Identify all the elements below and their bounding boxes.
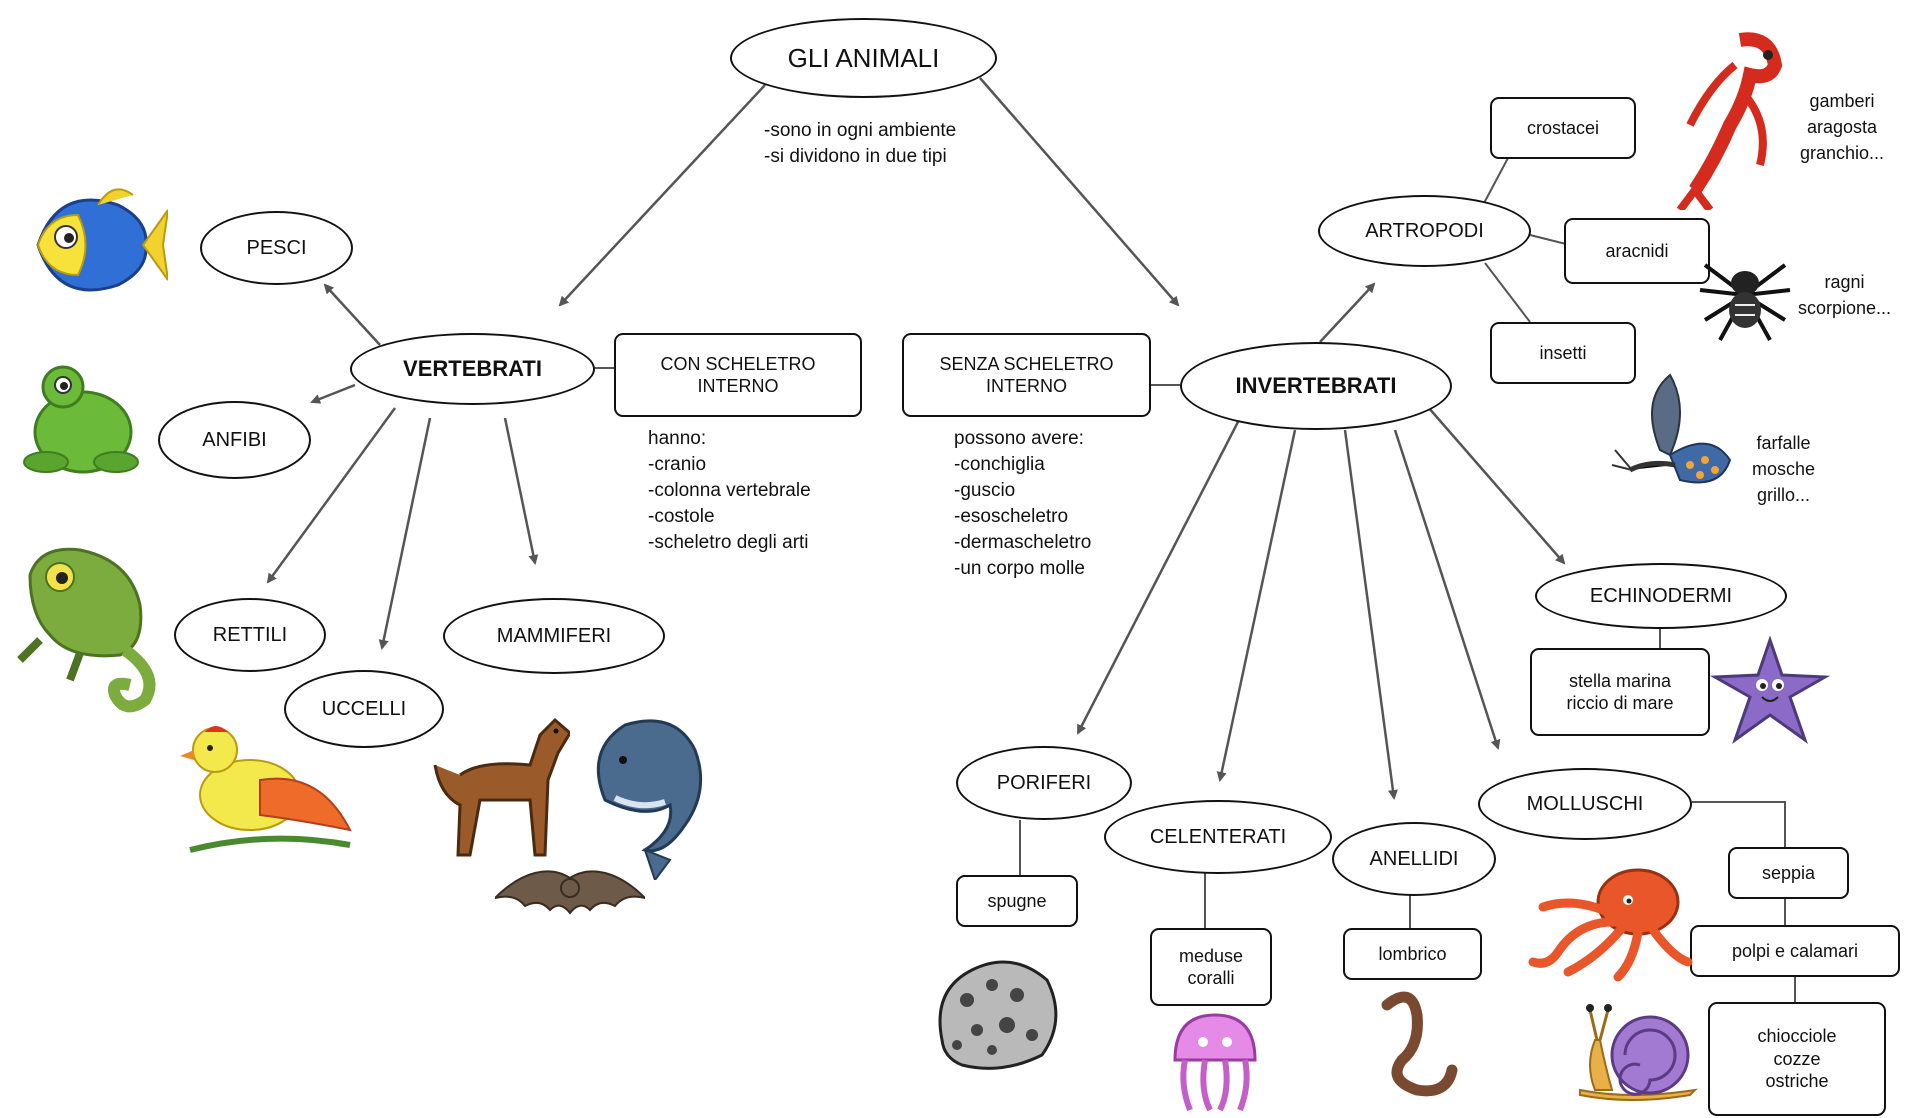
link-artropodi-crostacei bbox=[1482, 157, 1509, 206]
celenterati-examples: meduse coralli bbox=[1150, 928, 1272, 1006]
arrow-rettili bbox=[266, 407, 397, 584]
spider-icon bbox=[1699, 263, 1791, 341]
arrow-echinodermi bbox=[1427, 406, 1566, 565]
echinodermi-node: ECHINODERMI bbox=[1535, 563, 1787, 629]
molluschi-others-box: chiocciole cozze ostriche bbox=[1708, 1002, 1886, 1116]
mammiferi-node: MAMMIFERI bbox=[443, 598, 665, 674]
dolphin-icon bbox=[596, 719, 703, 880]
arrow-anfibi bbox=[310, 383, 356, 404]
octopus-icon bbox=[1528, 868, 1693, 982]
jellyfish-icon bbox=[1173, 1013, 1257, 1112]
worm-icon bbox=[1381, 991, 1458, 1097]
starfish-icon bbox=[1710, 635, 1830, 744]
poriferi-node: PORIFERI bbox=[956, 746, 1132, 820]
fish-icon bbox=[36, 188, 168, 292]
lobster-icon bbox=[1676, 32, 1783, 210]
snail-icon bbox=[1579, 1004, 1698, 1101]
root-node: GLI ANIMALI bbox=[730, 18, 997, 98]
vertebrati-note: hanno: -cranio -colonna vertebrale -cost… bbox=[648, 428, 811, 553]
arrow-root-vertebrati bbox=[558, 84, 766, 307]
artropodi-node: ARTROPODI bbox=[1318, 195, 1531, 267]
invertebrati-note: possono avere: -conchiglia -guscio -esos… bbox=[954, 428, 1092, 579]
chameleon-icon bbox=[17, 547, 156, 713]
arrow-anellidi bbox=[1343, 429, 1398, 800]
arrow-pesci bbox=[323, 283, 381, 346]
link-artropodi-insetti bbox=[1484, 262, 1531, 323]
arrow-celenterati bbox=[1216, 429, 1297, 782]
frog-icon bbox=[23, 365, 139, 474]
crostacei-examples: gamberi aragosta granchio... bbox=[1800, 91, 1885, 163]
insetti-box: insetti bbox=[1490, 322, 1636, 384]
arrow-artropodi bbox=[1319, 282, 1376, 343]
aracnidi-box: aracnidi bbox=[1564, 218, 1710, 284]
sponge-icon bbox=[938, 960, 1058, 1070]
arrow-molluschi bbox=[1393, 429, 1501, 750]
insetti-examples: farfalle mosche grillo... bbox=[1752, 433, 1816, 505]
celenterati-node: CELENTERATI bbox=[1104, 800, 1332, 874]
anellidi-node: ANELLIDI bbox=[1332, 822, 1496, 896]
rettili-node: RETTILI bbox=[174, 598, 326, 672]
pesci-node: PESCI bbox=[200, 211, 353, 285]
arrow-uccelli bbox=[378, 417, 432, 650]
invertebrati-box: SENZA SCHELETRO INTERNO bbox=[902, 333, 1151, 417]
butterfly-icon bbox=[1611, 373, 1732, 484]
polpi-box: polpi e calamari bbox=[1690, 925, 1900, 977]
aracnidi-examples: ragni scorpione... bbox=[1798, 272, 1892, 318]
vertebrati-node: VERTEBRATI bbox=[350, 333, 595, 405]
seppia-box: seppia bbox=[1728, 847, 1849, 899]
link-molluschi-seppia bbox=[1692, 801, 1786, 847]
arrow-poriferi bbox=[1076, 417, 1242, 735]
dog-icon bbox=[433, 717, 570, 857]
molluschi-node: MOLLUSCHI bbox=[1478, 768, 1692, 840]
anfibi-node: ANFIBI bbox=[158, 401, 311, 479]
echinodermi-examples: stella marina riccio di mare bbox=[1530, 648, 1710, 736]
crostacei-box: crostacei bbox=[1490, 97, 1636, 159]
anellidi-examples: lombrico bbox=[1343, 928, 1482, 980]
arrow-mammiferi bbox=[503, 417, 539, 565]
link-artropodi-aracnidi bbox=[1529, 234, 1567, 245]
bird-icon bbox=[180, 726, 352, 853]
root-note: -sono in ogni ambiente -si dividono in d… bbox=[764, 120, 957, 167]
uccelli-node: UCCELLI bbox=[284, 670, 444, 748]
arrow-root-invertebrati bbox=[979, 77, 1180, 307]
vertebrati-box: CON SCHELETRO INTERNO bbox=[614, 333, 862, 417]
bat-icon bbox=[495, 870, 645, 915]
poriferi-examples: spugne bbox=[956, 875, 1078, 927]
invertebrati-node: INVERTEBRATI bbox=[1180, 342, 1452, 430]
